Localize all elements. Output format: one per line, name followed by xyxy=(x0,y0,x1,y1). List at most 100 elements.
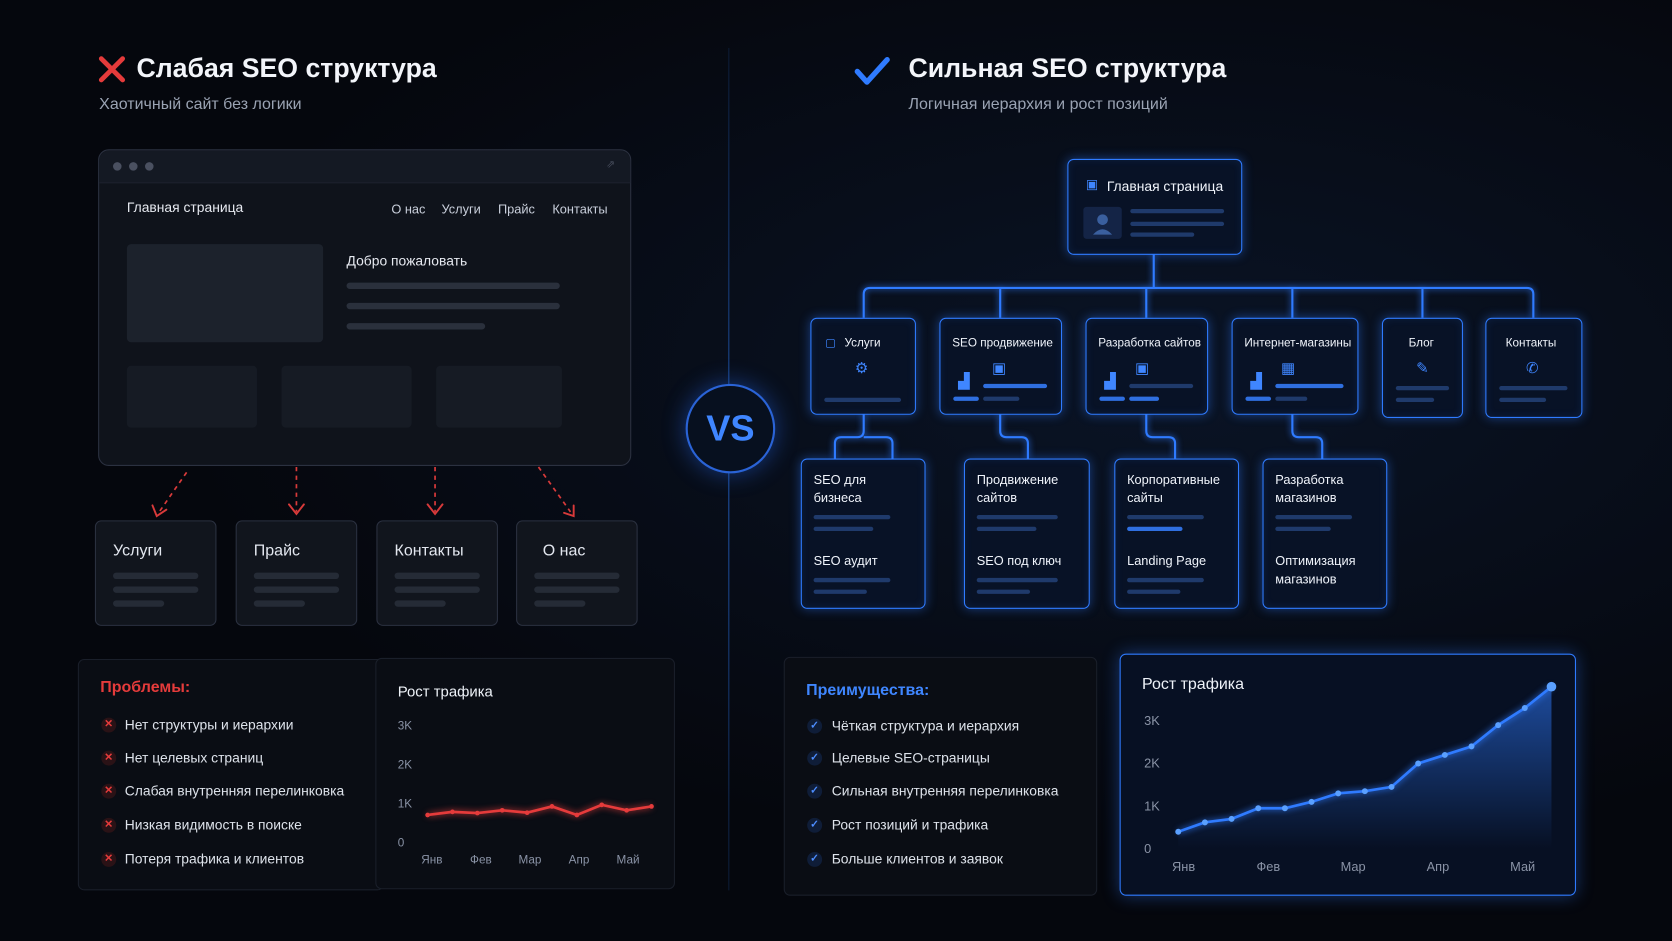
page-card-contacts[interactable]: Контакты xyxy=(376,520,498,626)
page-card-about[interactable]: О нас xyxy=(516,520,638,626)
subnode-label: SEO для бизнеса xyxy=(813,472,867,506)
browser-nav-about[interactable]: О нас xyxy=(391,201,426,217)
window-dot-icon xyxy=(113,162,122,171)
data-point xyxy=(574,812,580,818)
data-point xyxy=(1495,722,1502,729)
page-card-services[interactable]: Услуги xyxy=(94,520,217,626)
browser-titlebar: ⇗ xyxy=(99,150,631,184)
x-tick-label: Фев xyxy=(470,854,492,867)
content-block xyxy=(126,365,257,428)
tree-subnode-corporate[interactable]: Корпоративные сайты Landing Page xyxy=(1114,458,1240,609)
y-tick-label: 3K xyxy=(1144,713,1160,728)
tree-node-ecommerce[interactable]: Интернет-магазины ▟ ▦ xyxy=(1231,317,1359,415)
area-fill xyxy=(1178,686,1552,849)
data-point xyxy=(1468,743,1475,750)
left-subtitle: Хаотичный сайт без логики xyxy=(99,94,302,114)
checkmark-icon xyxy=(854,55,890,87)
data-point xyxy=(1335,790,1342,797)
page-card-label: О нас xyxy=(542,541,586,560)
arrow-link xyxy=(537,466,572,513)
subnode-label: Оптимизация магазинов xyxy=(1275,553,1356,587)
chart-title: Рост трафика xyxy=(1142,676,1244,693)
window-dot-icon xyxy=(145,162,154,171)
right-title: Сильная SEO структура xyxy=(908,53,1227,84)
problem-item: Потеря трафика и клиентов xyxy=(124,850,305,867)
data-point xyxy=(1228,815,1235,822)
subnode-label: Landing Page xyxy=(1127,553,1207,569)
window-dot-icon xyxy=(129,162,138,171)
page-card-label: Прайс xyxy=(253,541,301,560)
tree-connectors xyxy=(833,253,1535,459)
y-tick-label: 1K xyxy=(398,798,413,811)
benefit-item: Больше клиентов и заявок xyxy=(831,850,1003,867)
gear-icon: ⚙ xyxy=(854,359,869,377)
text-placeholder xyxy=(346,302,560,310)
text-placeholder xyxy=(346,282,560,289)
y-tick-label: 2K xyxy=(1144,756,1160,771)
tree-subnode-shop-dev[interactable]: Разработка магазинов Оптимизация магазин… xyxy=(1262,458,1388,609)
x-tick-label: Апр xyxy=(569,854,590,867)
tree-node-contacts[interactable]: Контакты ✆ xyxy=(1485,317,1583,418)
browser-nav-services[interactable]: Услуги xyxy=(441,201,481,217)
tree-node-webdev[interactable]: Разработка сайтов ▟ ▣ xyxy=(1085,317,1209,415)
browser-icon: ▣ xyxy=(1134,359,1150,377)
pencil-icon: ✎ xyxy=(1416,359,1429,377)
benefits-title: Преимущества: xyxy=(806,681,930,700)
page-card-price[interactable]: Прайс xyxy=(235,520,358,626)
data-point xyxy=(1441,751,1448,758)
problem-item: Низкая видимость в поиске xyxy=(124,816,302,833)
tree-subnode-site-promo[interactable]: Продвижение сайтов SEO под ключ xyxy=(963,458,1090,609)
browser-nav-contacts[interactable]: Контакты xyxy=(552,201,608,217)
problems-panel: Проблемы: ✕ Нет структуры и иерархии ✕ Н… xyxy=(77,658,384,891)
x-tick-label: Май xyxy=(617,854,640,867)
x-tick-label: Мар xyxy=(1341,859,1366,874)
chaotic-arrows xyxy=(151,466,575,518)
checkmark-icon: ✓ xyxy=(807,718,823,734)
left-title: Слабая SEO структура xyxy=(136,53,437,84)
cross-icon: ✕ xyxy=(101,750,117,766)
problems-title: Проблемы: xyxy=(100,678,191,697)
subnode-label: SEO аудит xyxy=(813,553,878,569)
data-point xyxy=(1175,828,1182,835)
cross-icon: ✕ xyxy=(101,783,117,799)
tree-node-label: SEO продвижение xyxy=(952,336,1053,350)
y-tick-label: 1K xyxy=(1144,798,1160,813)
tree-node-seo[interactable]: SEO продвижение ▟ ▣ xyxy=(939,317,1063,415)
data-point xyxy=(549,804,555,809)
benefit-item: Чёткая структура и иерархия xyxy=(831,717,1020,734)
tree-root-home[interactable]: ▣ Главная страница xyxy=(1067,158,1243,255)
problem-item: Нет целевых страниц xyxy=(124,749,264,766)
browser-nav-price[interactable]: Прайс xyxy=(497,201,535,217)
vs-badge: VS xyxy=(685,383,776,474)
tree-node-label: Контакты xyxy=(1505,336,1557,350)
subnode-label: Разработка магазинов xyxy=(1275,472,1344,506)
page-card-label: Контакты xyxy=(394,541,464,560)
browser-home-link[interactable]: Главная страница xyxy=(126,199,244,216)
data-point xyxy=(1521,705,1528,712)
tree-node-label: Интернет-магазины xyxy=(1244,336,1352,350)
chart-title: Рост трафика xyxy=(398,683,494,700)
series-line xyxy=(427,803,652,817)
tree-node-blog[interactable]: Блог ✎ xyxy=(1381,317,1463,418)
data-point xyxy=(475,810,480,816)
browser-icon: ▣ xyxy=(992,359,1007,377)
data-point xyxy=(1546,681,1557,692)
problem-item: Нет структуры и иерархии xyxy=(124,716,294,733)
data-point xyxy=(1201,819,1208,826)
tree-root-label: Главная страница xyxy=(1106,178,1224,195)
tree-subnode-seo-business[interactable]: SEO для бизнеса SEO аудит xyxy=(800,458,926,609)
subnode-label: SEO под ключ xyxy=(976,553,1062,569)
browser-window: ⇗ Главная страница О нас Услуги Прайс Ко… xyxy=(98,149,632,466)
x-tick-label: Май xyxy=(1510,859,1535,874)
x-tick-label: Фев xyxy=(1257,859,1281,874)
page-icon: ▢ xyxy=(825,336,837,350)
x-tick-label: Янв xyxy=(1172,859,1195,874)
tree-node-services[interactable]: ▢ Услуги ⚙ xyxy=(810,317,916,415)
y-tick-label: 0 xyxy=(398,837,405,850)
y-tick-label: 2K xyxy=(398,758,413,771)
checkmark-icon: ✓ xyxy=(807,817,823,833)
